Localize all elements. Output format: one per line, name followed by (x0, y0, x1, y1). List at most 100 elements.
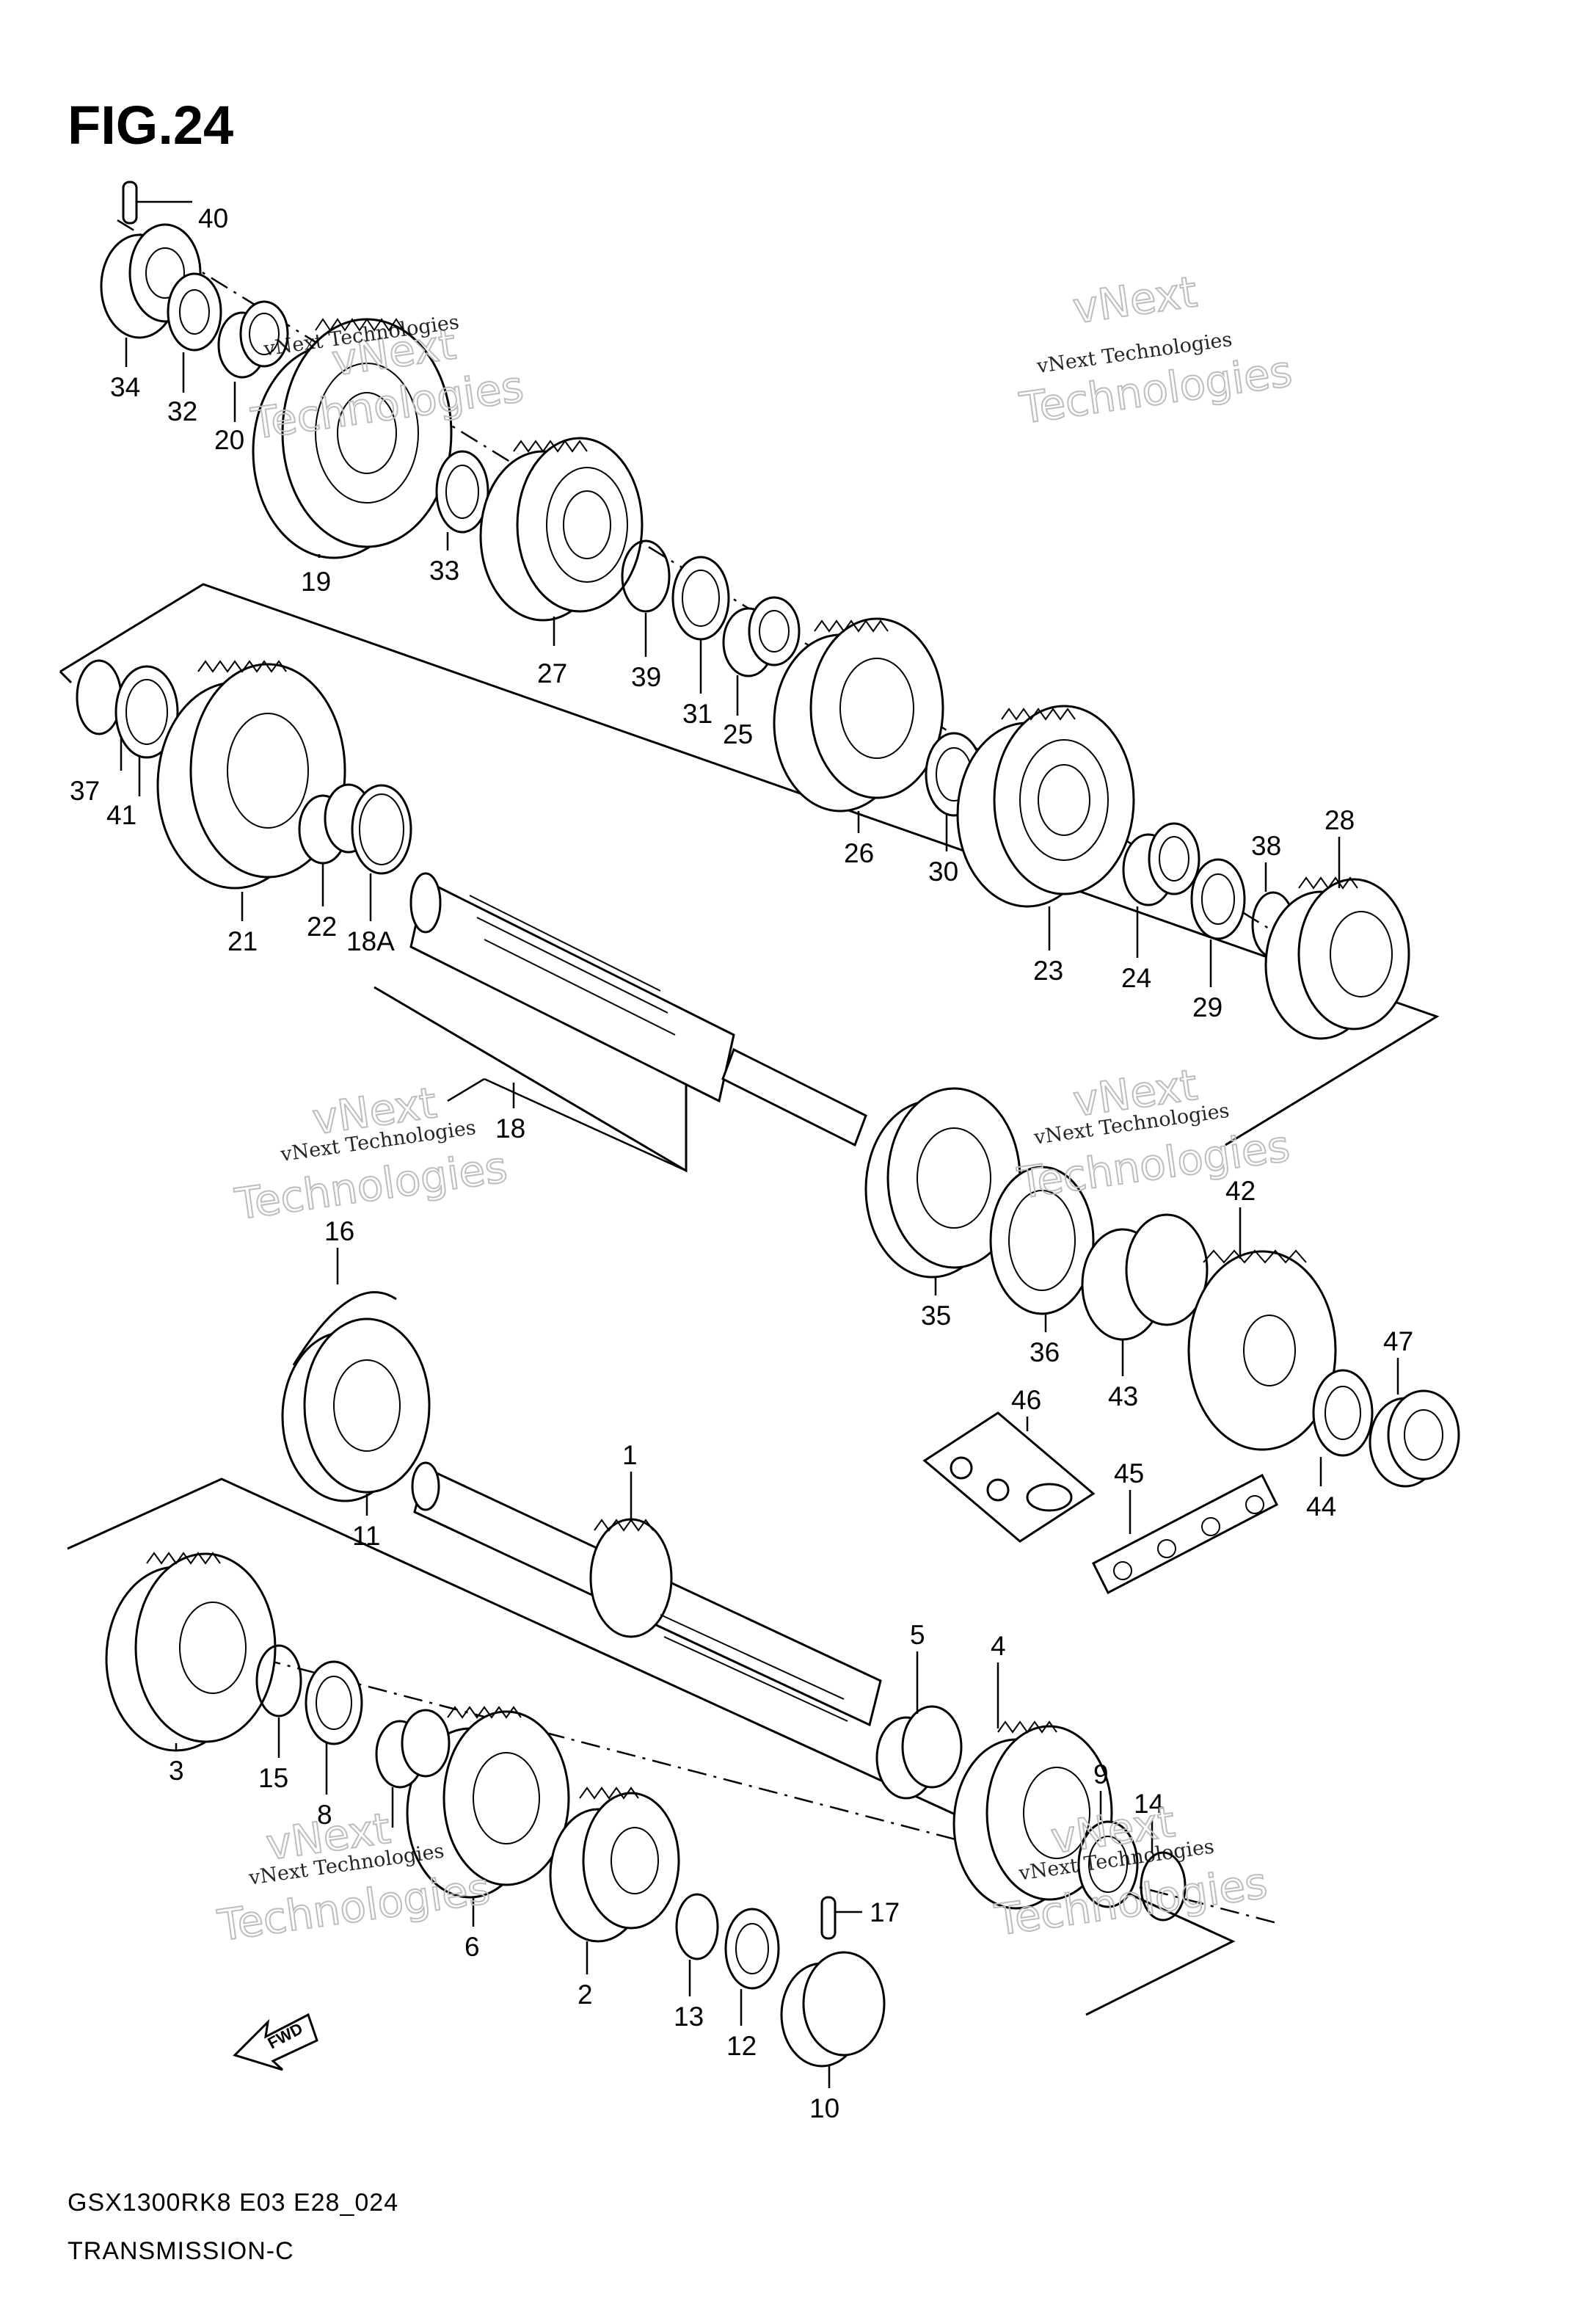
part-24-bearing (1122, 822, 1200, 906)
callout-37: 37 (70, 776, 100, 806)
callout-46: 46 (1011, 1385, 1041, 1415)
part-29-washer (1190, 858, 1246, 940)
model-code: GSX1300RK8 E03 E28_024 (68, 2189, 398, 2217)
callout-5: 5 (910, 1620, 925, 1650)
part-19-gear (252, 318, 453, 559)
callout-11: 11 (352, 1521, 380, 1551)
callout-6: 6 (464, 1932, 480, 1962)
leader-lines (120, 200, 1399, 2088)
figure-title: FIG.24 (68, 95, 233, 156)
part-14-circlip (1140, 1851, 1187, 1922)
callout-34: 34 (110, 372, 140, 402)
part-8b-bearing (375, 1709, 451, 1789)
callout-15: 15 (258, 1763, 288, 1793)
part-46-chain-joint (922, 1411, 1096, 1543)
section-name: TRANSMISSION-C (68, 2237, 294, 2265)
callout-9: 9 (1093, 1759, 1109, 1789)
callout-44: 44 (1306, 1491, 1336, 1522)
part-40-pin (122, 181, 138, 225)
part-12-washer (724, 1908, 780, 1990)
part-8-washer (305, 1660, 363, 1745)
part-9-washer (1077, 1820, 1139, 1908)
part-31-washer (671, 556, 730, 641)
callout-40: 40 (198, 203, 228, 233)
callout-27: 27 (537, 658, 567, 688)
callout-3: 3 (169, 1756, 184, 1786)
callout-32: 32 (167, 396, 197, 426)
callout-20: 20 (214, 425, 244, 455)
callout-16: 16 (324, 1216, 354, 1246)
watermark-line3: Technologies (232, 1142, 510, 1229)
callout-17: 17 (870, 1897, 900, 1927)
part-39-circlip (621, 539, 671, 613)
part-37-circlip (76, 659, 123, 735)
callout-47: 47 (1383, 1326, 1413, 1356)
callout-33: 33 (429, 556, 459, 586)
part-32-washer (167, 272, 222, 352)
callout-12: 12 (726, 2031, 757, 2061)
part-15-circlip (255, 1644, 302, 1717)
part-43-bushing (1081, 1213, 1209, 1341)
part-23-gear (956, 705, 1135, 908)
callout-1: 1 (622, 1440, 638, 1470)
mainshaft-group-outline (67, 1477, 1236, 2016)
callout-labels: 40 34 32 20 19 33 27 39 31 25 26 30 23 2… (70, 203, 1413, 2123)
part-45-drive-chain (1091, 1473, 1279, 1595)
part-28-gear (1264, 876, 1410, 1040)
callout-19: 19 (301, 567, 331, 597)
callout-35: 35 (921, 1301, 951, 1331)
callout-21: 21 (227, 926, 258, 956)
part-18A-ring (351, 784, 412, 875)
part-44-washer (1312, 1369, 1374, 1457)
callout-39: 39 (631, 662, 661, 692)
part-18-countershaft (409, 872, 867, 1147)
watermark-line2: vNext (1070, 266, 1200, 333)
part-2-gear (549, 1786, 680, 1943)
callout-10: 10 (809, 2093, 839, 2123)
part-16-circlip (292, 1291, 397, 1366)
part-5-bushing (875, 1705, 963, 1800)
part-20-bushing (217, 300, 289, 379)
part-25-bearing (722, 596, 801, 677)
part-33-washer (435, 450, 489, 534)
callout-41: 41 (106, 800, 136, 830)
part-36-washer (989, 1166, 1095, 1315)
part-13-circlip (675, 1893, 719, 1960)
callout-8: 8 (317, 1800, 332, 1830)
callout-30: 30 (928, 857, 958, 887)
callout-13: 13 (674, 2002, 704, 2032)
part-26-gear (773, 617, 944, 813)
callout-45: 45 (1114, 1458, 1144, 1488)
part-11-bearing (281, 1317, 431, 1502)
callout-24: 24 (1121, 963, 1151, 993)
callout-29: 29 (1192, 992, 1222, 1022)
part-1-mainshaft (411, 1461, 882, 1727)
part-21-gear (156, 660, 346, 890)
part-42-sprocket (1187, 1249, 1337, 1451)
part-27-gear (479, 437, 644, 622)
part-3-gear (105, 1552, 277, 1752)
part-41-washer (114, 665, 179, 759)
callout-43: 43 (1108, 1381, 1138, 1411)
callout-28: 28 (1324, 805, 1355, 835)
callout-25: 25 (723, 719, 753, 749)
callout-31: 31 (682, 699, 713, 729)
callout-36: 36 (1030, 1337, 1060, 1367)
part-4-gear (952, 1720, 1113, 1910)
callout-38: 38 (1251, 831, 1281, 861)
watermarks: vNext vNext Technologies Technologies vN… (214, 266, 1295, 1952)
part-35-bearing (864, 1087, 1021, 1279)
part-17-pin (820, 1896, 837, 1940)
callout-18: 18 (495, 1113, 525, 1144)
callout-23: 23 (1033, 956, 1063, 986)
callout-18A: 18A (346, 926, 395, 956)
callout-2: 2 (577, 1980, 593, 2010)
callout-26: 26 (844, 838, 874, 868)
callout-4: 4 (991, 1631, 1006, 1661)
fwd-arrow: FWD (233, 2013, 318, 2071)
callout-14: 14 (1134, 1789, 1164, 1819)
callout-22: 22 (307, 912, 337, 942)
part-10-collar (780, 1951, 886, 2068)
callout-42: 42 (1225, 1176, 1256, 1206)
